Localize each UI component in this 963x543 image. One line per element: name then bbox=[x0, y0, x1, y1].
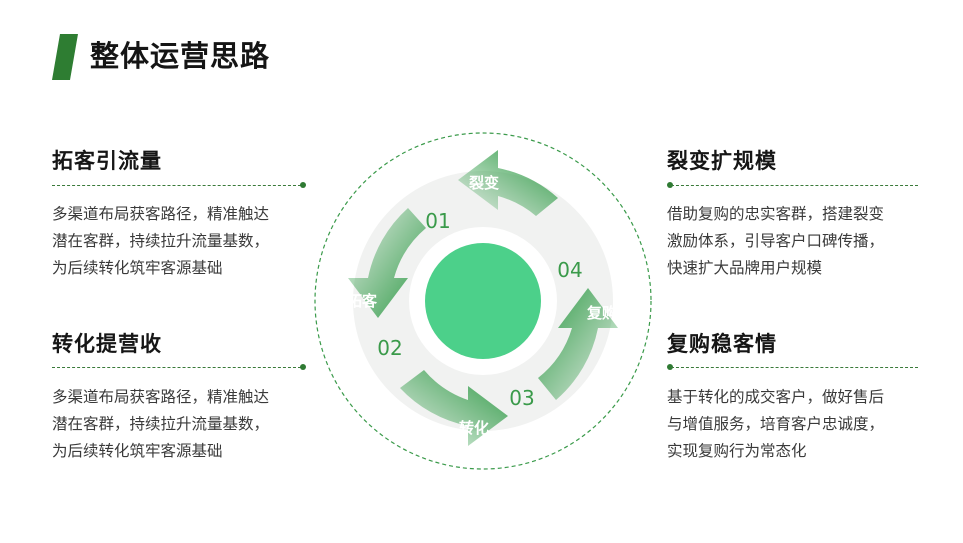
arc-arrow-repurchase bbox=[538, 288, 618, 400]
repurchase-description: 基于转化的成交客户，做好售后 与增值服务，培育客户忠诚度， 实现复购行为常态化 bbox=[667, 384, 937, 465]
step-label-convert: 转化 bbox=[459, 419, 489, 437]
repurchase-divider-dot bbox=[667, 364, 673, 370]
acquire-divider bbox=[52, 185, 301, 186]
arc-arrow-acquire bbox=[348, 208, 426, 318]
outer-dashed-ring bbox=[314, 132, 652, 470]
page-title: 整体运营思路 bbox=[90, 39, 271, 73]
acquire-heading: 拓客引流量 bbox=[52, 149, 162, 173]
cycle-diagram: 裂变 拓客 转化 复购 01 02 03 04 bbox=[308, 132, 658, 488]
convert-line: 潜在客群，持续拉升流量基数， bbox=[52, 415, 270, 433]
repurchase-line: 实现复购行为常态化 bbox=[667, 442, 807, 460]
step-label-repurchase: 复购 bbox=[586, 304, 617, 322]
fission-divider bbox=[671, 185, 918, 186]
step-label-acquire: 拓客 bbox=[347, 292, 378, 310]
acquire-line: 为后续转化筑牢客源基础 bbox=[52, 259, 223, 277]
convert-description: 多渠道布局获客路径，精准触达 潜在客群，持续拉升流量基数， 为后续转化筑牢客源基… bbox=[52, 384, 322, 465]
fission-description: 借助复购的忠实客群，搭建裂变 激励体系，引导客户口碑传播， 快速扩大品牌用户规模 bbox=[667, 201, 937, 282]
fission-line: 激励体系，引导客户口碑传播， bbox=[667, 232, 885, 250]
step-number-04: 04 bbox=[557, 258, 582, 282]
step-number-03: 03 bbox=[509, 386, 534, 410]
step-number-02: 02 bbox=[377, 336, 402, 360]
acquire-line: 多渠道布局获客路径，精准触达 bbox=[52, 205, 270, 223]
acquire-divider-dot bbox=[300, 182, 306, 188]
step-number-01: 01 bbox=[425, 209, 450, 233]
fission-divider-dot bbox=[667, 182, 673, 188]
convert-divider-dot bbox=[300, 364, 306, 370]
step-label-fission: 裂变 bbox=[468, 174, 499, 192]
acquire-line: 潜在客群，持续拉升流量基数， bbox=[52, 232, 270, 250]
repurchase-line: 与增值服务，培育客户忠诚度， bbox=[667, 415, 885, 433]
convert-heading: 转化提营收 bbox=[52, 332, 162, 356]
fission-line: 借助复购的忠实客群，搭建裂变 bbox=[667, 205, 885, 223]
convert-divider bbox=[52, 367, 301, 368]
convert-line: 多渠道布局获客路径，精准触达 bbox=[52, 388, 270, 406]
fission-heading: 裂变扩规模 bbox=[667, 149, 777, 173]
title-accent-bar bbox=[52, 34, 78, 80]
repurchase-heading: 复购稳客情 bbox=[667, 332, 777, 356]
arc-arrow-fission bbox=[458, 150, 558, 216]
center-circle bbox=[425, 243, 541, 359]
fission-line: 快速扩大品牌用户规模 bbox=[667, 259, 823, 277]
convert-line: 为后续转化筑牢客源基础 bbox=[52, 442, 223, 460]
repurchase-divider bbox=[671, 367, 918, 368]
arc-arrow-convert bbox=[400, 370, 508, 446]
repurchase-line: 基于转化的成交客户，做好售后 bbox=[667, 388, 885, 406]
acquire-description: 多渠道布局获客路径，精准触达 潜在客群，持续拉升流量基数， 为后续转化筑牢客源基… bbox=[52, 201, 322, 282]
